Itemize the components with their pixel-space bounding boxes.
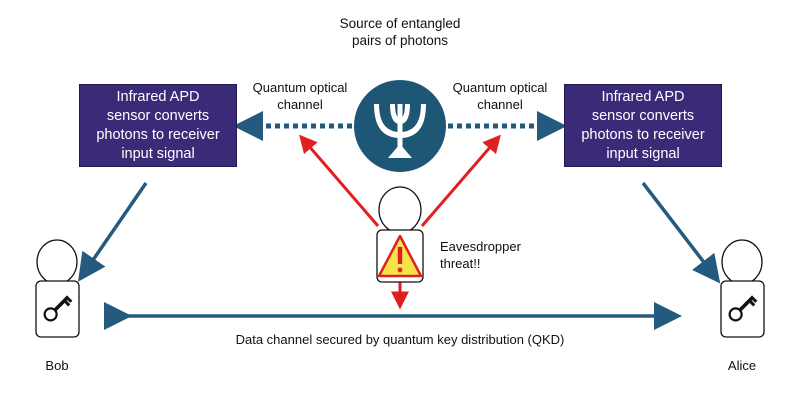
sensor-to-bob-arrow <box>78 182 148 282</box>
eavesdrop-arrow-left <box>299 134 380 227</box>
sensor-box-right: Infrared APD sensor converts photons to … <box>564 84 722 167</box>
sensor-to-alice-arrow <box>641 181 721 284</box>
eavesdrop-arrow-right <box>420 134 501 227</box>
quantum-channel-left-label: Quantum optical channel <box>252 80 348 112</box>
alice-person-icon <box>720 239 765 338</box>
entangled-photon-source-icon <box>354 80 446 172</box>
source-label: Source of entangled pairs of photons <box>339 16 461 48</box>
bob-key-icon <box>43 295 73 322</box>
eavesdropper-label: Eavesdropper threat!! <box>440 239 521 271</box>
alice-key-icon <box>728 295 758 322</box>
bob-label: Bob <box>45 358 69 373</box>
bob-person-icon <box>35 239 80 338</box>
alice-label: Alice <box>727 358 757 373</box>
quantum-channel-right-label: Quantum optical channel <box>452 80 548 112</box>
sensor-box-left: Infrared APD sensor converts photons to … <box>79 84 237 167</box>
warning-icon <box>377 234 423 278</box>
data-channel-label: Data channel secured by quantum key dist… <box>235 332 565 347</box>
